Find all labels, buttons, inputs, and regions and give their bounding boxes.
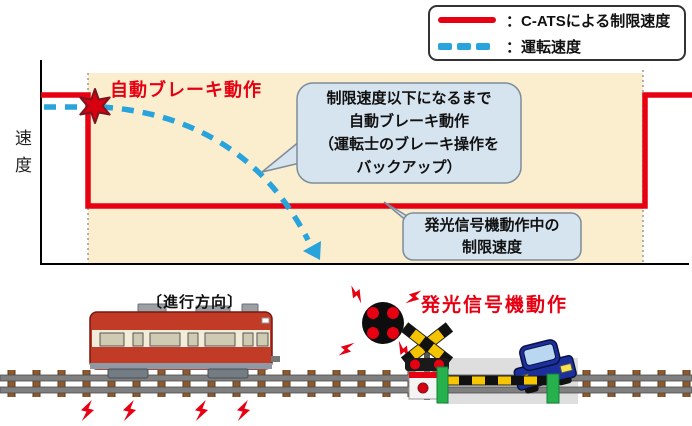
legend-label: ：運転速度: [506, 38, 582, 56]
limit-bubble-line: 制限速度: [461, 238, 522, 256]
limit-bubble: [383, 201, 582, 261]
y-axis-label: 速度: [12, 129, 31, 183]
speed-limit-line: [41, 92, 692, 209]
direction-label: 〔進行方向〕: [146, 294, 243, 311]
limit-bubble-line: 発光信号機動作中の: [424, 216, 560, 234]
limit-bubble-text: 発光信号機動作中の 制限速度: [403, 213, 581, 260]
brake-bubble-line: バックアップ）: [356, 159, 462, 176]
auto-brake-label: 自動ブレーキ動作: [110, 80, 262, 100]
brake-bubble-line: 自動ブレーキ動作: [348, 113, 469, 130]
speed-line-arrowhead-icon: [303, 241, 321, 260]
flash-signal-label: 発光信号機動作: [421, 295, 569, 316]
ground-signal-bolt-icons: [78, 398, 253, 424]
train-illustration: [89, 303, 280, 379]
flash-signal-icon: [335, 282, 425, 362]
brake-bubble-text: 制限速度以下になるまで 自動ブレーキ動作 （運転士のブレーキ操作を バックアップ…: [297, 84, 521, 182]
crossing-barrier: [436, 366, 560, 404]
legend-item-running-speed: ：運転速度: [438, 35, 676, 57]
train-speed-line: [44, 104, 311, 242]
red-solid-line-swatch: [438, 17, 502, 23]
brake-bubble: [261, 82, 522, 184]
brake-bubble-line: 制限速度以下になるまで: [326, 90, 492, 107]
legend-box: ：C-ATSによる制限速度 ：運転速度: [428, 5, 686, 61]
brake-bubble-line: （運転士のブレーキ操作を: [318, 136, 499, 153]
legend-item-limit-speed: ：C-ATSによる制限速度: [438, 9, 676, 31]
legend-label: ：C-ATSによる制限速度: [506, 12, 671, 30]
blue-dashed-line-swatch: [438, 42, 502, 50]
crossbuck-icon: [400, 322, 454, 400]
auto-brake-star-icon: [79, 88, 111, 124]
